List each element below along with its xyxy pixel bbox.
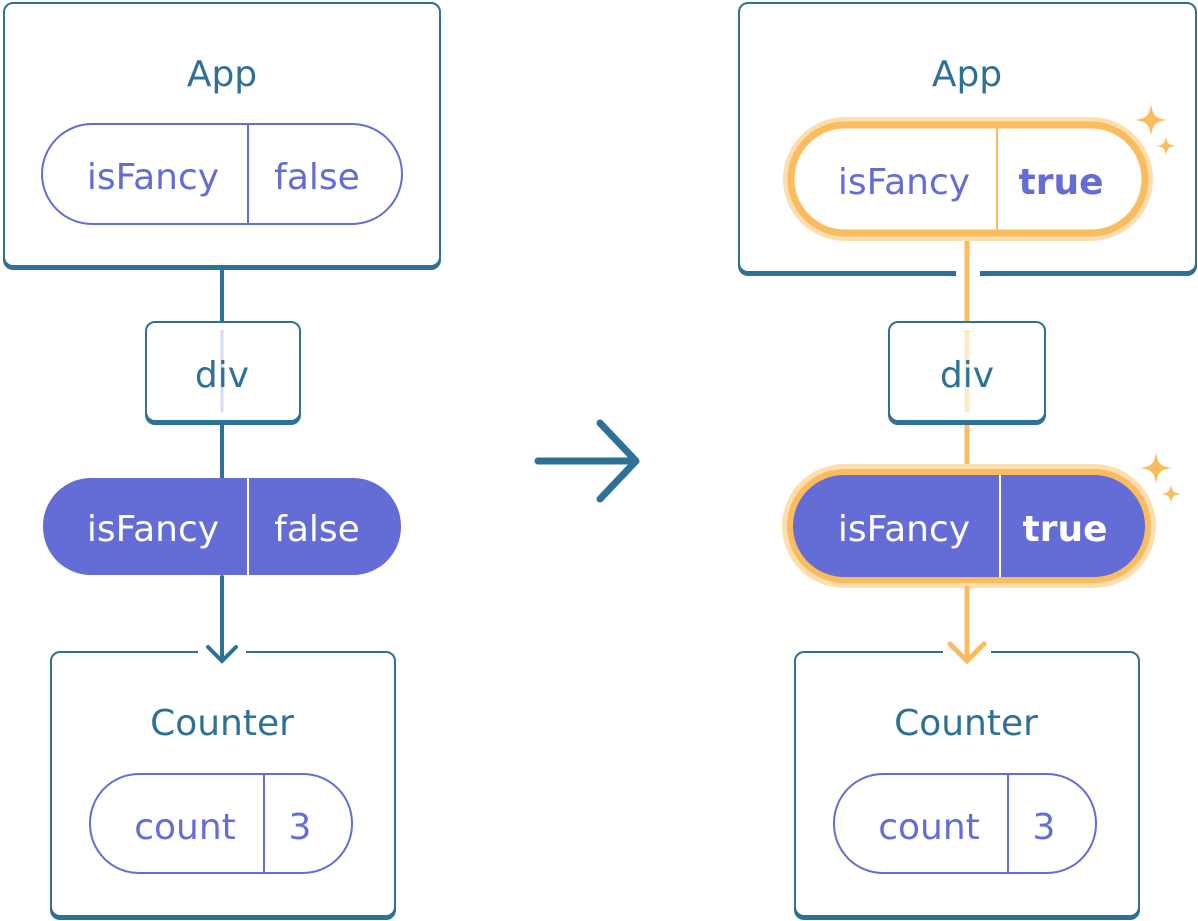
state-value: false bbox=[274, 157, 360, 198]
div-title: div bbox=[195, 355, 249, 396]
prop-name: isFancy bbox=[838, 509, 970, 550]
counter-title: Counter bbox=[150, 703, 294, 744]
state-value: true bbox=[1018, 162, 1103, 203]
arrow-down-icon bbox=[947, 585, 987, 665]
app-title: App bbox=[187, 54, 257, 95]
before-tree: App isFancy false div isFancy false bbox=[3, 2, 441, 920]
state-value: 3 bbox=[289, 807, 312, 848]
prop-pill-highlighted: isFancy true bbox=[782, 464, 1156, 588]
app-state-pill-highlighted: isFancy true bbox=[783, 117, 1153, 241]
app-node: App isFancy true bbox=[738, 2, 1197, 278]
counter-state-pill: count 3 bbox=[833, 773, 1097, 874]
app-node: App isFancy false bbox=[3, 2, 441, 270]
counter-node: Counter count 3 bbox=[794, 648, 1140, 920]
prop-name: isFancy bbox=[87, 509, 219, 550]
state-value: 3 bbox=[1033, 807, 1056, 848]
app-state-pill: isFancy false bbox=[41, 123, 403, 225]
counter-state-pill: count 3 bbox=[89, 773, 353, 874]
counter-title: Counter bbox=[894, 703, 1038, 744]
arrow-down-icon bbox=[206, 575, 238, 664]
prop-pill: isFancy false bbox=[43, 478, 401, 575]
prop-value: false bbox=[274, 509, 360, 550]
state-name: count bbox=[878, 807, 980, 848]
div-node: div bbox=[145, 321, 301, 425]
state-name: isFancy bbox=[87, 157, 219, 198]
prop-value: true bbox=[1022, 509, 1107, 550]
div-node: div bbox=[888, 321, 1046, 425]
counter-node: Counter count 3 bbox=[50, 648, 396, 920]
state-name: count bbox=[134, 807, 236, 848]
after-tree: App isFancy true div isFancy bbox=[738, 2, 1197, 920]
arrow-right-icon bbox=[534, 419, 640, 503]
state-name: isFancy bbox=[838, 162, 970, 203]
div-title: div bbox=[940, 355, 994, 396]
app-title: App bbox=[932, 54, 1002, 95]
